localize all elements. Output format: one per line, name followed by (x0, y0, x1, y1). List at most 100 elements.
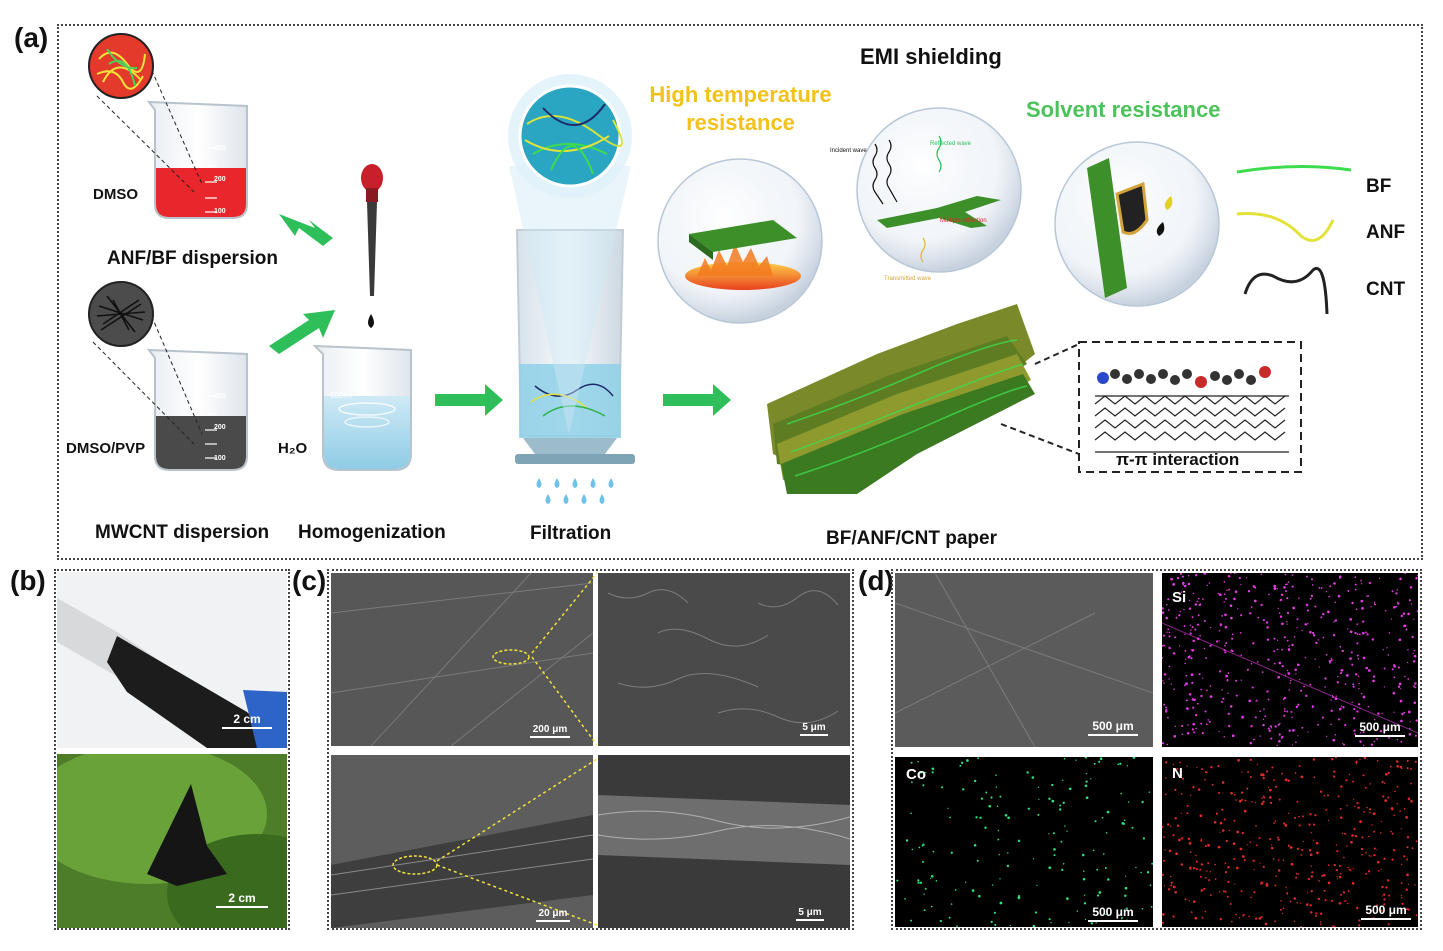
element-map-dot (1181, 724, 1184, 727)
element-map-dot (1246, 844, 1248, 846)
element-map-dot (1203, 887, 1206, 890)
element-map-dot (1180, 863, 1184, 866)
element-map-dot (1278, 733, 1281, 736)
element-map-dot (1370, 606, 1372, 608)
element-map-dot (1347, 890, 1350, 893)
element-map-dot (1356, 633, 1359, 635)
element-map-dot (1032, 858, 1035, 860)
element-map-dot (1300, 854, 1303, 856)
element-map-dot (1092, 909, 1095, 912)
element-map-dot (1225, 674, 1228, 678)
element-map-dot (1278, 739, 1281, 743)
element-map-dot (985, 791, 988, 794)
element-map-dot (1187, 575, 1190, 577)
element-map-dot (999, 901, 1003, 905)
element-map-dot (1373, 847, 1376, 850)
element-map-dot (1359, 758, 1361, 760)
element-map-dot (1344, 724, 1347, 727)
element-map-dot (1335, 844, 1338, 846)
element-map-dot (1415, 914, 1418, 917)
element-map-dot (1357, 675, 1360, 677)
element-map-dot (1048, 833, 1050, 835)
element-map-dot (1265, 621, 1269, 624)
element-map-dot (1083, 894, 1086, 896)
element-map-dot (1281, 665, 1284, 668)
element-map-dot (1354, 732, 1356, 735)
element-map-dot (1406, 836, 1410, 839)
element-map-dot (1223, 818, 1226, 821)
element-map-dot (1409, 727, 1411, 730)
element-map-dot (1309, 630, 1312, 634)
element-map-dot (930, 874, 934, 878)
element-map-dot (1390, 830, 1392, 833)
element-map-dot (1360, 579, 1362, 582)
element-map-dot (1260, 802, 1264, 806)
element-map-dot (1307, 623, 1309, 625)
element-map-dot (1273, 650, 1276, 653)
element-map-dot (1207, 844, 1210, 847)
element-map-dot (1398, 682, 1402, 686)
element-map-dot (1048, 797, 1051, 801)
element-map-dot (1162, 680, 1164, 682)
element-map-dot (1390, 807, 1394, 810)
element-map-dot (1254, 801, 1257, 804)
element-map-dot (1413, 618, 1415, 620)
element-map-dot (1162, 645, 1164, 647)
element-map-dot (1306, 609, 1309, 612)
element-map-dot (1240, 679, 1242, 681)
element-map-dot (1191, 648, 1195, 652)
element-map-dot (1238, 916, 1241, 919)
element-map-dot (1227, 712, 1230, 715)
element-map-dot (1188, 607, 1192, 610)
element-map-dot (1085, 772, 1087, 775)
element-map-dot (1300, 689, 1303, 692)
element-map-dot (1310, 865, 1313, 867)
element-map-dot (1264, 922, 1268, 926)
element-map-dot (1339, 893, 1343, 896)
element-map-dot (1213, 820, 1217, 824)
element-map-dot (1253, 599, 1257, 603)
element-map-dot (1249, 758, 1252, 762)
element-map-dot (980, 797, 984, 800)
element-map-dot (1184, 662, 1186, 665)
element-map-dot (1186, 707, 1189, 710)
element-map-dot (990, 920, 993, 924)
element-map-dot (1387, 771, 1390, 775)
element-map-dot (1301, 849, 1304, 851)
element-map-dot (1349, 618, 1353, 621)
element-map-dot (988, 804, 992, 808)
element-map-dot (1186, 812, 1189, 815)
element-map-dot (1227, 865, 1230, 869)
element-map-dot (1266, 770, 1269, 773)
element-map-dot (1260, 573, 1263, 576)
element-map-dot (1396, 738, 1399, 741)
element-map-dot (1356, 906, 1359, 910)
filtration-funnel (508, 74, 635, 504)
element-map-dot (1307, 891, 1309, 893)
element-map-dot (1184, 649, 1187, 652)
element-map-dot (1179, 573, 1183, 575)
element-map-dot (1341, 832, 1344, 835)
element-map-dot (1296, 847, 1300, 850)
element-map-dot (1227, 692, 1229, 694)
element-map-dot (1037, 813, 1040, 816)
element-map-dot (1361, 607, 1364, 610)
element-map-dot (1393, 665, 1396, 668)
element-map-dot (1240, 583, 1242, 586)
label-paper: BF/ANF/CNT paper (826, 528, 997, 549)
element-map-dot (1383, 724, 1386, 727)
element-map-dot (1179, 761, 1181, 764)
map-n (1162, 757, 1418, 927)
element-map-dot (1163, 885, 1166, 887)
element-map-dot (1281, 772, 1283, 775)
element-map-dot (1254, 716, 1257, 719)
element-map-dot (1221, 808, 1224, 811)
element-map-dot (1170, 884, 1173, 887)
element-map-dot (1187, 837, 1191, 841)
label-dmso: DMSO (93, 186, 138, 203)
element-map-dot (1195, 727, 1197, 730)
element-map-dot (1295, 876, 1298, 879)
element-map-dot (1303, 685, 1306, 688)
element-map-dot (1400, 828, 1402, 830)
element-map-dot (1233, 573, 1236, 574)
